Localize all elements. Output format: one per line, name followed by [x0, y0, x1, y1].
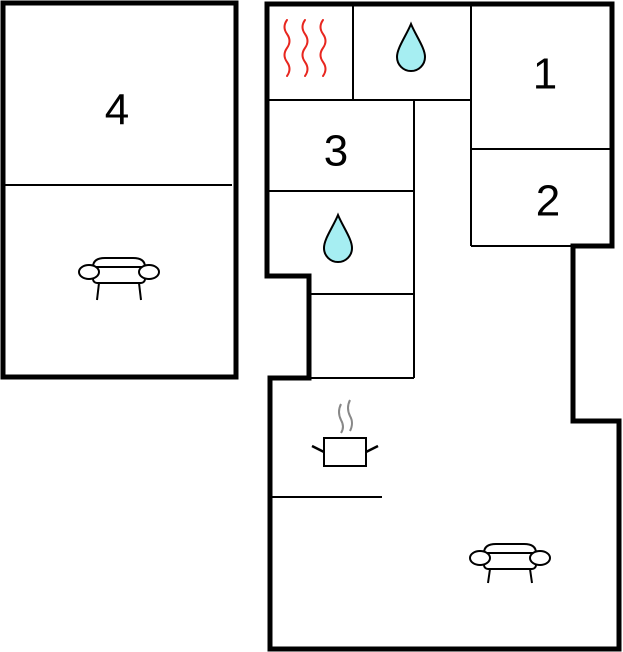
annex-outer-wall: [0, 0, 239, 380]
sauna-heat-icon: [283, 19, 327, 77]
room-3-label: 3: [324, 127, 348, 176]
water-drop-icon: [322, 212, 354, 263]
main-outer-wall: [264, 1, 622, 652]
room-4-label: 4: [105, 86, 129, 135]
sofa-icon: [78, 257, 160, 301]
room-2-label: 2: [536, 177, 560, 226]
water-drop-icon: [395, 21, 427, 72]
cooking-pot-icon: [311, 399, 379, 467]
sofa-icon: [469, 543, 551, 584]
main-building: 1 2 3: [264, 1, 622, 652]
annex-building: 4: [0, 0, 239, 380]
interior-walls: [267, 4, 612, 498]
room-1-label: 1: [533, 50, 557, 99]
